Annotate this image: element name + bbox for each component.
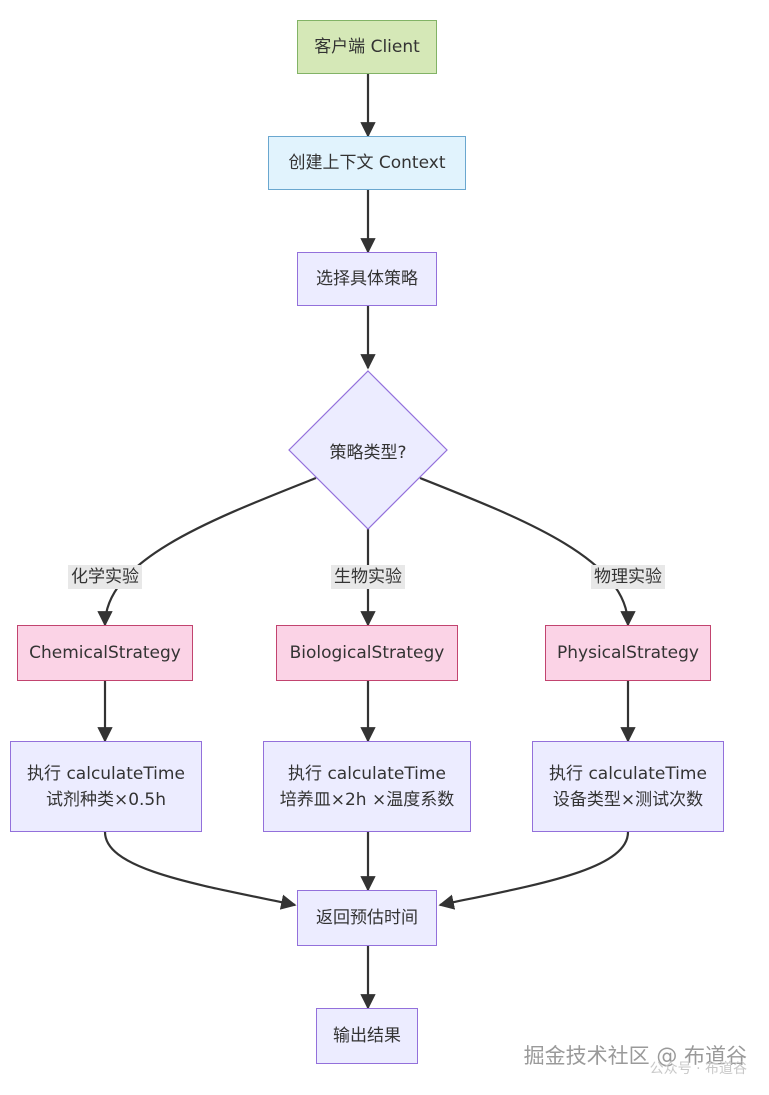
node-select-label: 选择具体策略 <box>316 269 418 289</box>
node-context-label: 创建上下文 Context <box>288 153 446 173</box>
node-output-label: 输出结果 <box>333 1026 401 1046</box>
node-select-strategy: 选择具体策略 <box>297 252 437 306</box>
node-return-estimate: 返回预估时间 <box>297 890 437 946</box>
node-chemical-label: ChemicalStrategy <box>29 643 181 663</box>
exec-chemical-line2: 试剂种类×0.5h <box>45 789 167 810</box>
exec-physical-line1: 执行 calculateTime <box>549 763 707 784</box>
node-return-label: 返回预估时间 <box>316 908 418 928</box>
node-biological-label: BiologicalStrategy <box>289 643 445 663</box>
edge-decision-physical <box>419 476 636 627</box>
edge-execphys-return <box>438 831 630 910</box>
node-output-result: 输出结果 <box>316 1008 418 1064</box>
decision-diamond-shape <box>288 370 448 530</box>
exec-biological-line1: 执行 calculateTime <box>288 763 446 784</box>
edge-execchem-return <box>103 831 297 910</box>
node-client: 客户端 Client <box>297 20 437 74</box>
edge-label-biological: 生物实验 <box>331 565 405 589</box>
exec-chemical-line1: 执行 calculateTime <box>27 763 185 784</box>
node-exec-biological: 执行 calculateTime 培养皿×2h ×温度系数 <box>263 741 471 832</box>
watermark-sub: 公众号 · 布道谷 <box>649 1061 747 1077</box>
node-decision-label: 策略类型? <box>329 442 407 463</box>
exec-physical-line2: 设备类型×测试次数 <box>552 789 704 810</box>
node-client-label: 客户端 Client <box>314 37 420 57</box>
edge-label-chemical: 化学实验 <box>68 565 142 589</box>
node-exec-chemical: 执行 calculateTime 试剂种类×0.5h <box>10 741 202 832</box>
node-physical-label: PhysicalStrategy <box>557 643 699 663</box>
node-chemical-strategy: ChemicalStrategy <box>17 625 193 681</box>
edge-decision-chemical <box>97 476 317 627</box>
edge-label-physical: 物理实验 <box>591 565 665 589</box>
node-context: 创建上下文 Context <box>268 136 466 190</box>
node-biological-strategy: BiologicalStrategy <box>276 625 458 681</box>
watermark-main: 掘金技术社区 @ 布道谷 <box>523 1044 747 1068</box>
node-physical-strategy: PhysicalStrategy <box>545 625 711 681</box>
node-decision: 策略类型? <box>288 370 448 530</box>
exec-biological-line2: 培养皿×2h ×温度系数 <box>279 789 455 810</box>
node-exec-physical: 执行 calculateTime 设备类型×测试次数 <box>532 741 724 832</box>
